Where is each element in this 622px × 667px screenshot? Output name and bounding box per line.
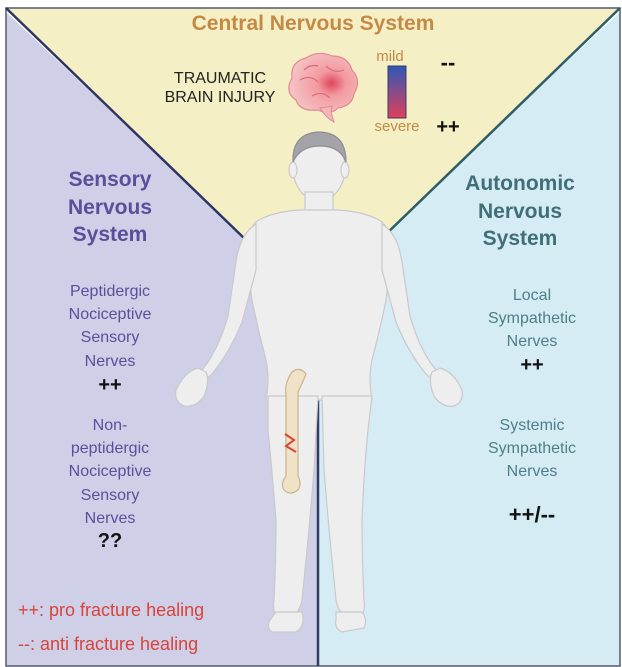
tbi-line-1: TRAUMATIC [150,70,290,89]
local-line-1: Local [452,284,612,307]
tbi-line-2: BRAIN INJURY [150,89,290,108]
sensory-title-line-1: Sensory [20,166,200,194]
nonpeptidergic-line-3: Nociceptive [30,460,190,483]
scale-severe-label: severe [364,118,430,136]
systemic-sympathetic-label: Systemic Sympathetic Nerves [452,414,612,484]
local-line-3: Nerves [452,330,612,353]
autonomic-title-line-1: Autonomic [440,170,600,198]
local-sympathetic-label: Local Sympathetic Nerves [452,284,612,354]
nonpeptidergic-sign: ?? [80,530,140,554]
local-sign: ++ [502,354,562,378]
systemic-sign: ++/-- [472,502,592,528]
sensory-title-line-3: System [20,221,200,249]
severe-sign: ++ [428,116,468,140]
autonomic-title: Autonomic Nervous System [440,170,600,253]
peptidergic-sign: ++ [80,374,140,398]
systemic-line-2: Sympathetic [452,437,612,460]
nonpeptidergic-label: Non- peptidergic Nociceptive Sensory Ner… [30,414,190,530]
nonpeptidergic-line-2: peptidergic [30,437,190,460]
mild-sign: -- [428,50,468,76]
nonpeptidergic-line-4: Sensory [30,484,190,507]
autonomic-title-line-2: Nervous [440,198,600,226]
sensory-title: Sensory Nervous System [20,166,200,249]
systemic-line-1: Systemic [452,414,612,437]
autonomic-title-line-3: System [440,225,600,253]
peptidergic-line-4: Nerves [30,350,190,373]
peptidergic-line-3: Sensory [30,326,190,349]
severity-scale-bar [388,66,406,118]
nonpeptidergic-line-5: Nerves [30,507,190,530]
nonpeptidergic-line-1: Non- [30,414,190,437]
tbi-label: TRAUMATIC BRAIN INJURY [150,70,290,108]
legend-pro: ++: pro fracture healing [18,600,204,621]
sensory-title-line-2: Nervous [20,194,200,222]
scale-mild-label: mild [366,48,414,66]
systemic-line-3: Nerves [452,460,612,483]
peptidergic-label: Peptidergic Nociceptive Sensory Nerves [30,280,190,373]
peptidergic-line-2: Nociceptive [30,303,190,326]
legend-anti: --: anti fracture healing [18,634,198,655]
local-line-2: Sympathetic [452,307,612,330]
cns-title: Central Nervous System [150,12,476,37]
peptidergic-line-1: Peptidergic [30,280,190,303]
